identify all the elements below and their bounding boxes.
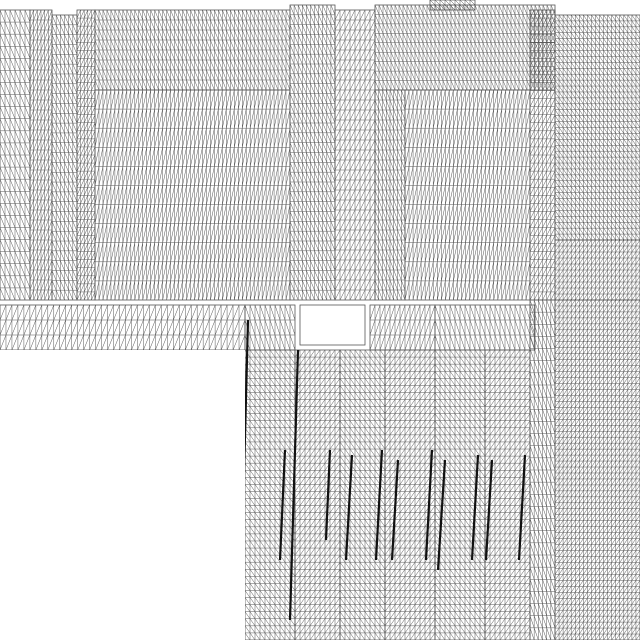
- mesh-center-tower-triangles: [289, 4, 336, 301]
- mesh-left-column-3-triangles: [76, 9, 96, 301]
- mesh-dark-accent-7: [390, 459, 400, 561]
- mesh-empty-region: [0, 350, 245, 640]
- mesh-horizontal-strip-triangles: [0, 304, 246, 351]
- mesh-strip-joint: [244, 304, 296, 351]
- mesh-dark-accent-5: [344, 454, 354, 561]
- mesh-strip-right-triangles: [369, 304, 436, 351]
- mesh-dark-accent-11: [484, 459, 494, 561]
- mesh-main-block-right-triangles: [404, 89, 531, 301]
- mesh-dark-accent-6: [374, 449, 384, 561]
- mesh-lower-bay-3-triangles: [339, 349, 386, 640]
- mesh-right-tower-lower-triangles: [554, 299, 640, 640]
- mesh-right-tower-middle-triangles: [554, 239, 640, 301]
- mesh-strip-right: [369, 304, 436, 351]
- mesh-lower-right-spine-triangles: [529, 299, 556, 640]
- mesh-right-column-triangles: [374, 89, 406, 301]
- mesh-lower-bay-2-triangles: [294, 349, 341, 640]
- mesh-dark-accent-12: [517, 454, 527, 561]
- mesh-strip-right-2: [434, 304, 536, 351]
- mesh-far-right-column-triangles: [529, 9, 556, 301]
- mesh-main-block-left-triangles: [94, 89, 291, 301]
- mesh-lower-bay-4-triangles: [384, 349, 436, 640]
- mesh-top-notch: [429, 0, 476, 11]
- mesh-lower-bay-5-triangles: [434, 349, 486, 640]
- mesh-dark-accent-2: [288, 349, 300, 621]
- mesh-dark-accent-8: [424, 449, 434, 561]
- mesh-right-tower-lower: [554, 299, 640, 640]
- mesh-right-tower-upper-triangles: [554, 14, 640, 241]
- mesh-dark-accent-3: [278, 449, 287, 561]
- mesh-left-column-2-triangles: [51, 14, 78, 301]
- mesh-dark-accent-10: [470, 454, 480, 561]
- mesh-strip-right-2-triangles: [434, 304, 536, 351]
- mesh-opening: [299, 304, 366, 346]
- mesh-center-column-triangles: [334, 9, 376, 301]
- mesh-top-notch-triangles: [429, 0, 476, 11]
- mesh-left-column-1-triangles: [29, 9, 53, 301]
- mesh-right-column: [374, 89, 406, 301]
- mesh-strip-joint-triangles: [244, 304, 296, 351]
- mesh-top-band-right-triangles: [374, 4, 556, 91]
- mesh-left-edge-triangles: [0, 9, 31, 301]
- mesh-right-tower-lower-outline: [554, 299, 640, 640]
- mesh-dark-accent-9: [436, 459, 447, 571]
- mesh-dark-accent-4: [324, 449, 332, 541]
- mesh-top-band-left-triangles: [94, 9, 291, 91]
